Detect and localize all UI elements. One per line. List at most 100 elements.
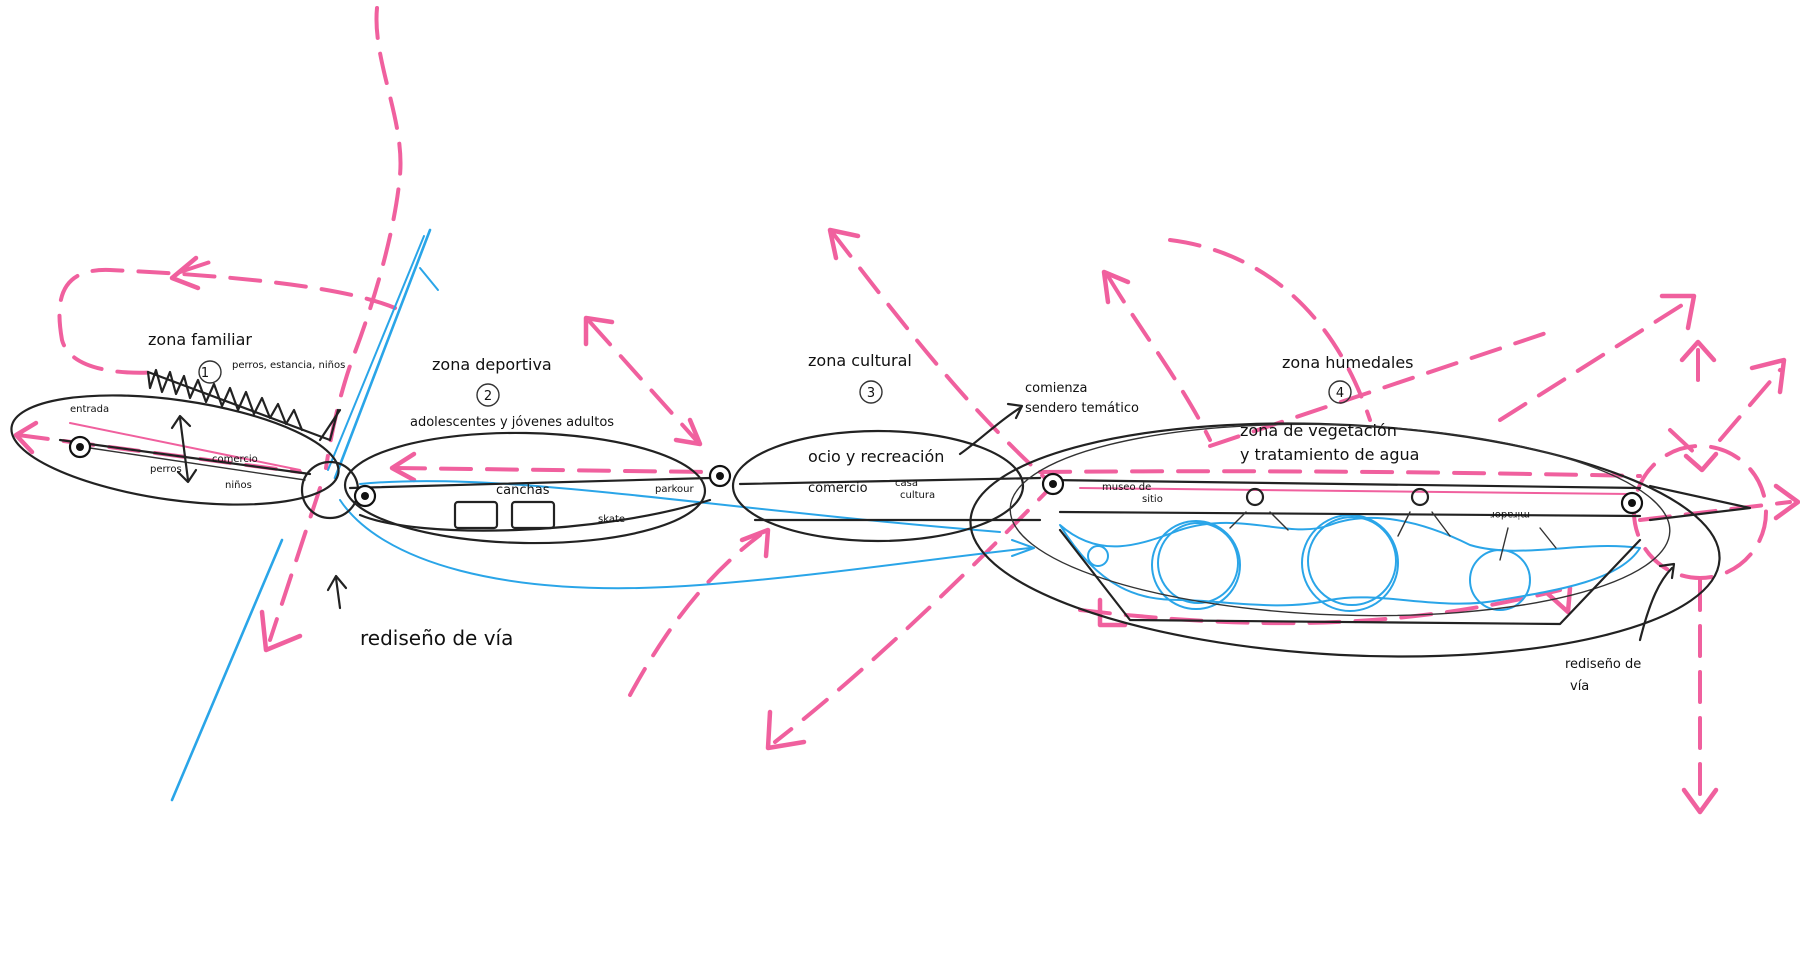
pink-arrowhead-deportiva xyxy=(389,451,417,483)
pergola-zigzag xyxy=(146,368,304,432)
pink-ne-right xyxy=(1718,368,1782,442)
pink-band-left xyxy=(69,422,301,471)
double-arrow-bottom xyxy=(176,468,198,484)
pink-arrowhead-down-junction xyxy=(1683,451,1719,473)
blue-line-north-2 xyxy=(327,235,425,471)
pink-path-north xyxy=(324,6,403,470)
pink-spine-humedales xyxy=(1038,469,1642,478)
zone-number-circle-4 xyxy=(1328,380,1352,404)
number-zona-familiar: 1 xyxy=(201,366,209,381)
pink-arrowhead-up-right xyxy=(1679,339,1717,363)
blue-tick-north xyxy=(419,267,439,291)
mirador-arrow-2a xyxy=(1397,511,1411,537)
pink-corner-wetlands-bl xyxy=(1097,597,1128,628)
detail-humedales-line2: y tratamiento de agua xyxy=(1240,445,1419,464)
pink-arrowhead-parkour-top xyxy=(583,315,615,347)
blue-pond-1 xyxy=(1151,520,1241,610)
corridor-familiar-bottom xyxy=(89,447,306,481)
label-casa: casa xyxy=(895,478,918,489)
pink-diagonal-ne-2 xyxy=(1498,298,1692,422)
label-rediseno-right-1: rediseño de xyxy=(1565,657,1641,672)
pink-diagonal-sw-long xyxy=(773,476,1062,744)
pink-diagonal-ne xyxy=(1208,328,1557,448)
pink-arc-top xyxy=(1168,238,1372,422)
pink-arrowhead-left xyxy=(13,420,39,455)
pink-axis-deportiva xyxy=(393,466,708,474)
label-parkour: parkour xyxy=(655,484,694,495)
label-cultura: cultura xyxy=(900,490,935,501)
label-rediseno-left: rediseño de vía xyxy=(360,626,513,650)
pointer-comienza xyxy=(958,406,1022,456)
pink-diagonal-humedales-nw xyxy=(1106,274,1212,442)
cancha-1 xyxy=(453,500,499,530)
node-humedales-end-core xyxy=(1628,499,1636,507)
cancha-2 xyxy=(510,500,556,530)
ellipse-cultural xyxy=(731,429,1025,543)
label-skate: skate xyxy=(598,514,625,525)
pink-arrowhead-south xyxy=(739,527,771,559)
detail-zona-cultural: ocio y recreación xyxy=(808,447,944,466)
pointer-east xyxy=(1648,484,1752,522)
node-entrada-core xyxy=(76,443,84,451)
pink-diagonal-cultural-nw xyxy=(830,230,1047,480)
label-comercio-2: comercio xyxy=(808,481,868,496)
blue-paths xyxy=(170,228,1641,802)
mirador-arrow-4 xyxy=(1539,527,1557,549)
pink-arrowhead-familiar xyxy=(169,255,201,291)
blue-line-north xyxy=(333,228,432,480)
mirador-2 xyxy=(1410,487,1430,507)
pointer-comienza-head xyxy=(1006,402,1024,420)
detail-zona-deportiva: adolescentes y jóvenes adultos xyxy=(410,415,614,430)
label-museo: museo de xyxy=(1102,482,1151,493)
blue-pond-small xyxy=(1087,545,1109,567)
node-cultural-core xyxy=(1049,480,1057,488)
blue-pond-3 xyxy=(1469,549,1531,611)
pink-diagonal-sw xyxy=(268,486,322,642)
pointer-rediseno-right xyxy=(1638,566,1674,642)
label-entrada: entrada xyxy=(70,404,109,415)
label-comienza-1: comienza xyxy=(1025,381,1087,396)
node-parkour-core xyxy=(716,472,724,480)
label-mirador-mirrored: mirador xyxy=(1490,509,1530,520)
number-zona-humedales: 4 xyxy=(1336,386,1344,401)
ellipse-familiar xyxy=(10,394,340,506)
corridor-cultural-top xyxy=(738,476,1042,486)
zone-number-circle-3 xyxy=(859,380,883,404)
pink-curve-south xyxy=(628,533,762,697)
ellipse-humedales-inner xyxy=(1009,423,1671,617)
title-zona-familiar: zona familiar xyxy=(148,330,252,349)
corridor-humedales-mid xyxy=(1058,510,1642,518)
mirador-arrow-2b xyxy=(1431,511,1451,537)
number-zona-deportiva: 2 xyxy=(484,389,492,404)
pink-loop-familiar xyxy=(57,267,397,375)
pink-arrowhead-cultural-nw xyxy=(827,227,861,261)
pink-arrowhead-sw xyxy=(259,609,303,653)
zone-number-circle-1 xyxy=(198,360,222,384)
node-deportiva-core xyxy=(361,492,369,500)
mirador-arrow-1a xyxy=(1229,511,1247,529)
label-comienza-2: sendero temático xyxy=(1025,401,1139,416)
label-sitio: sitio xyxy=(1142,494,1163,505)
mirador-arrow-3 xyxy=(1499,527,1509,561)
title-zona-deportiva: zona deportiva xyxy=(432,355,552,374)
nodes xyxy=(68,360,1644,515)
blue-arrowhead-lower xyxy=(1011,539,1035,557)
title-zona-humedales: zona humedales xyxy=(1282,353,1414,372)
mirador-1 xyxy=(1245,487,1265,507)
pointer-rediseno-left xyxy=(334,576,342,610)
pointer-rediseno-left-head xyxy=(326,574,348,592)
pink-thin-spine xyxy=(1079,487,1631,495)
pink-arrowhead-ne-right xyxy=(1749,357,1787,395)
pink-arrowhead-east-right xyxy=(1773,483,1800,521)
zone-number-circle-2 xyxy=(476,383,500,407)
corridor-deportiva-top xyxy=(348,476,712,490)
pink-arrow-down-junction xyxy=(1668,428,1702,460)
corridor-deportiva-bottom xyxy=(358,498,712,532)
labels: zona familiar 1 perros, estancia, niños … xyxy=(70,330,1641,694)
double-arrow-top xyxy=(170,414,192,430)
junction-circle-left xyxy=(300,460,360,520)
blue-curve-lower xyxy=(339,499,1031,590)
blue-pond-1-inner xyxy=(1157,522,1239,604)
blue-curve-upper xyxy=(359,479,1001,533)
